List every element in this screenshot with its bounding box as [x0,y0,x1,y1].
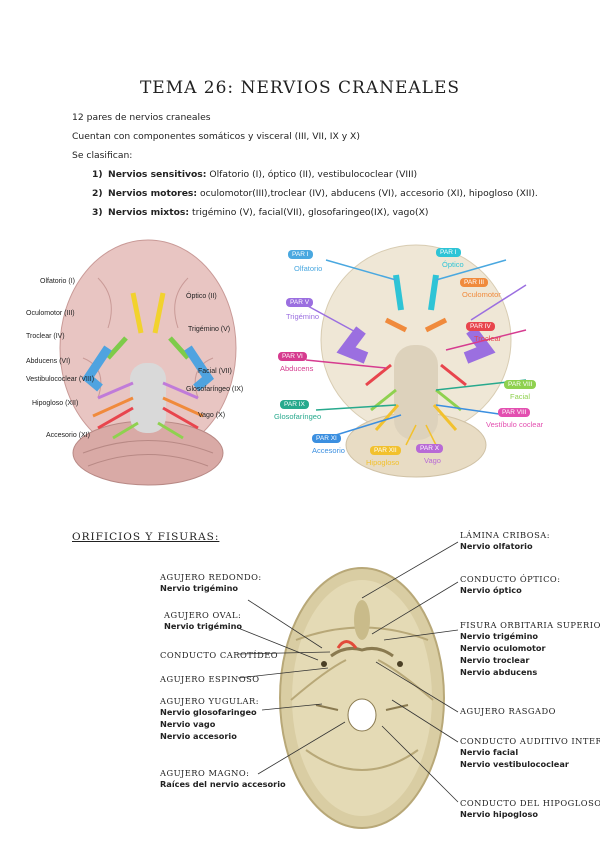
pill-par-glosofaringeo: PAR IX [280,400,309,409]
label-vestibulococlear: Vestibulococlear (VIII) [26,376,95,383]
name-vestibulococlear: Vestíbulo coclear [486,420,544,429]
label-troclear: Troclear (IV) [26,333,65,340]
name-hipogloso: Hipogloso [366,458,400,467]
skull-base-illustration [279,567,445,829]
list-item: 3)Nervios mixtos: trigémino (V), facial(… [92,207,429,218]
name-optico: Óptico [442,260,464,269]
name-glosofaringeo: Glosofaríngeo [274,412,322,421]
name-abducens: Abducens [280,364,314,373]
classification-list: 1)Nervios sensitivos: Olfatorio (I), ópt… [92,165,562,222]
label-conducto-auditivo: CONDUCTO AUDITIVO INTERNO: Nervio facial… [460,736,600,769]
label-conducto-hipogloso: CONDUCTO DEL HIPOGLOSO: Nervio hipogloso [460,798,600,819]
list-item: 1)Nervios sensitivos: Olfatorio (I), ópt… [92,169,418,180]
name-accesorio: Accesorio [312,446,345,455]
name-vago: Vago [424,456,441,465]
label-optico: Óptico (II) [186,293,217,300]
pill-par-trigemino: PAR V [286,298,314,307]
name-facial: Facial [510,392,531,401]
label-trigemino: Trigémino (V) [188,326,231,333]
label-accesorio: Accesorio (XI) [46,432,90,439]
label-lamina-cribosa: LÁMINA CRIBOSA: Nervio olfatorio [460,530,551,551]
name-trigemino: Trigémino [286,312,320,321]
pill-par-optico: PAR I [436,248,461,257]
label-conducto-carotideo: CONDUCTO CAROTÍDEO [160,650,279,660]
pill-par-olfatorio: PAR I [288,250,313,259]
intro-line-pairs: 12 pares de nervios craneales [72,112,211,123]
label-agujero-redondo: AGUJERO REDONDO: Nervio trigémino [160,572,262,593]
pill-par-accesorio: PAR XI [312,434,341,443]
pill-par-oculomotor: PAR III [460,278,489,287]
nerve-pairs-figure: PAR I Olfatorio PAR I Óptico PAR III Ocu… [266,240,566,492]
label-agujero-yugular: AGUJERO YUGULAR: Nervio glosofaringeo Ne… [160,696,260,741]
pill-par-hipogloso: PAR XII [370,446,401,455]
brain-base-figure: Olfatorio (I) Óptico (II) Oculomotor (II… [26,238,258,490]
label-agujero-rasgado: AGUJERO RASGADO [460,706,556,716]
pill-par-abducens: PAR VI [278,352,307,361]
name-oculomotor: Oculomotor [462,290,501,299]
name-troclear: Troclear [474,334,502,343]
pill-par-vestibulococlear: PAR VIII [498,408,531,417]
label-agujero-espinoso: AGUJERO ESPINOSO [160,674,260,684]
section-title: ORIFICIOS Y FISURAS: [72,531,220,543]
intro: 12 pares de nervios craneales Cuentan co… [72,108,542,165]
pill-par-vago: PAR X [416,444,444,453]
pill-par-facial: PAR VIII [504,380,537,389]
label-facial: Facial (VII) [198,368,232,375]
label-oculomotor: Oculomotor (III) [26,310,75,317]
pill-par-troclear: PAR IV [466,322,495,331]
page-title: TEMA 26: NERVIOS CRANEALES [139,78,461,98]
intro-line-components: Cuentan con componentes somáticos y visc… [72,131,360,142]
label-olfatorio: Olfatorio (I) [40,278,76,285]
label-fisura-orbitaria: FISURA ORBITARIA SUPERIOR: Nervio trigém… [460,620,600,677]
name-olfatorio: Olfatorio [294,264,323,273]
label-vago: Vago (X) [198,412,226,419]
label-agujero-oval: AGUJERO OVAL: Nervio trigémino [164,610,243,631]
label-agujero-magno: AGUJERO MAGNO: Raíces del nervio accesor… [160,768,286,789]
list-item: 2)Nervios motores: oculomotor(III),trocl… [92,188,538,199]
label-hipogloso: Hipogloso (XII) [32,400,79,407]
brain-base-illustration [59,239,237,486]
label-glosofaringeo: Glosofaríngeo (IX) [186,386,244,393]
label-abducens: Abducens (VI) [26,358,71,365]
intro-line-classify: Se clasifican: [72,150,133,161]
label-conducto-optico: CONDUCTO ÓPTICO: Nervio óptico [460,574,561,595]
